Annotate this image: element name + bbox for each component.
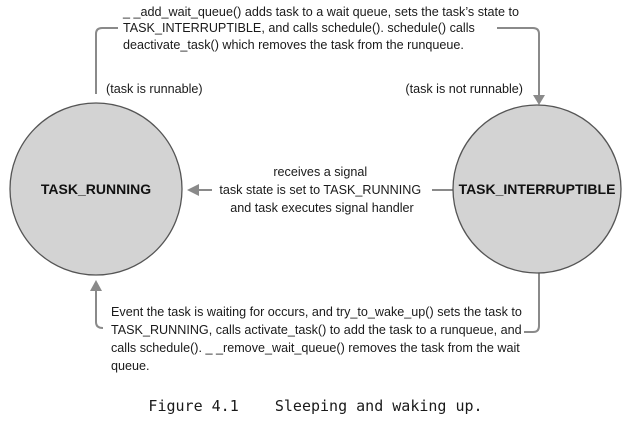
edge-sleep-path (95, 27, 540, 96)
edge-signal-label: receives a signal task state is set to T… (219, 165, 424, 215)
edge-signal-label-line: and task executes signal handler (230, 201, 413, 215)
annotation-task-not-runnable: (task is not runnable) (405, 82, 523, 96)
figure-title: Sleeping and waking up. (274, 397, 483, 415)
edge-signal-arrowhead (187, 184, 199, 196)
figure-caption: Figure 4.1 Sleeping and waking up. (0, 397, 631, 415)
edge-wake-label: Event the task is waiting for occurs, an… (111, 305, 525, 373)
edge-wake-path (95, 272, 540, 333)
edge-wake-label-line: TASK_RUNNING, calls activate_task() to a… (111, 323, 522, 337)
edge-wake-label-line: queue. (111, 359, 150, 373)
edge-sleep-label-line: _ _add_wait_queue() adds task to a wait … (122, 5, 519, 19)
edge-sleep-arrowhead (533, 95, 545, 105)
edge-sleep-label-line: TASK_INTERRUPTIBLE, and calls schedule()… (123, 21, 475, 35)
node-task-running-label: TASK_RUNNING (41, 181, 151, 197)
edge-wake-label-line: Event the task is waiting for occurs, an… (111, 305, 522, 319)
edge-wake-arrowhead (90, 280, 102, 291)
edge-wake-label-line: calls schedule(). _ _remove_wait_queue()… (111, 341, 520, 355)
edge-signal-label-line: receives a signal (273, 165, 367, 179)
node-task-running (9, 102, 183, 276)
edge-signal-label-line: task state is set to TASK_RUNNING (219, 183, 421, 197)
edge-sleep-label: _ _add_wait_queue() adds task to a wait … (122, 5, 523, 52)
edge-sleep-label-line: deactivate_task() which removes the task… (123, 38, 464, 52)
node-task-interruptible-label: TASK_INTERRUPTIBLE (459, 181, 616, 197)
annotation-task-runnable: (task is runnable) (106, 82, 203, 96)
figure-number: Figure 4.1 (148, 397, 239, 415)
node-task-interruptible (452, 104, 622, 274)
